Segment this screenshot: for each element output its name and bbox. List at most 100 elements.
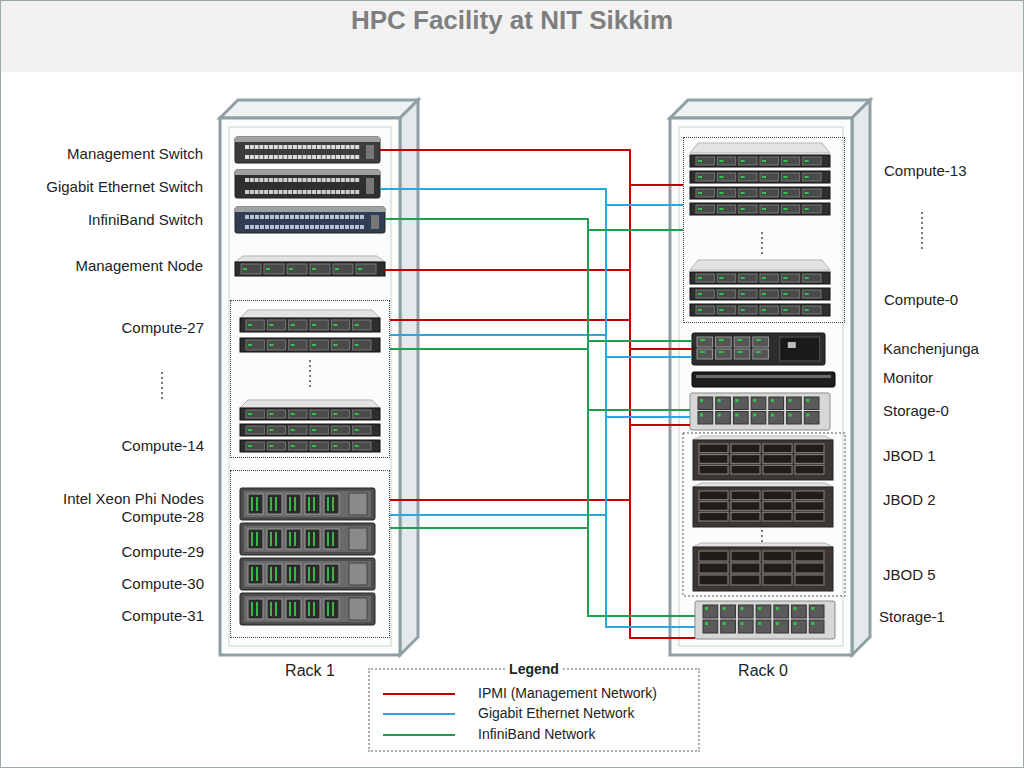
network-cable bbox=[385, 219, 695, 616]
rack-front bbox=[670, 118, 852, 655]
drive-bay bbox=[699, 491, 728, 500]
status-led bbox=[719, 309, 723, 311]
switch-port bbox=[279, 190, 283, 194]
legend-text: InfiniBand Network bbox=[478, 726, 596, 743]
switch-port bbox=[245, 155, 249, 159]
drive-bay bbox=[756, 620, 771, 633]
drive-bay bbox=[267, 599, 282, 619]
storage-body bbox=[690, 393, 830, 430]
drive-bay bbox=[264, 264, 284, 274]
switch-port bbox=[275, 225, 279, 229]
status-led bbox=[248, 324, 252, 326]
legend-line bbox=[383, 693, 455, 695]
drive-bay bbox=[310, 320, 328, 330]
switch-port bbox=[255, 155, 259, 159]
server-top bbox=[693, 483, 833, 487]
switch-port bbox=[335, 215, 339, 219]
drive-bay bbox=[305, 599, 320, 619]
drive-bay bbox=[739, 157, 757, 165]
switch-port bbox=[317, 178, 321, 182]
drive-bay bbox=[289, 410, 307, 418]
switch-port bbox=[293, 178, 297, 182]
drive-bay bbox=[731, 502, 760, 511]
drive-bay bbox=[769, 412, 784, 425]
server-top bbox=[690, 260, 830, 270]
drive-bay bbox=[795, 575, 824, 585]
drive-bay bbox=[287, 264, 307, 274]
management-node: Management Node bbox=[235, 256, 385, 276]
drive-bay bbox=[734, 349, 750, 359]
status-led bbox=[313, 602, 315, 616]
drive-bay bbox=[286, 599, 301, 619]
status-led bbox=[719, 176, 723, 178]
drive-bay bbox=[267, 410, 285, 418]
drive-bay bbox=[733, 412, 748, 425]
status-led bbox=[270, 602, 272, 616]
status-led bbox=[776, 607, 779, 610]
drive-bay bbox=[795, 455, 824, 464]
switch-port bbox=[310, 225, 314, 229]
legend-text: IPMI (Management Network) bbox=[478, 685, 657, 702]
rack-top bbox=[220, 100, 418, 118]
status-led bbox=[275, 602, 277, 616]
uplink-port bbox=[366, 145, 374, 159]
switch-port bbox=[345, 215, 349, 219]
drive-bay bbox=[696, 157, 714, 165]
drive-bay bbox=[310, 264, 330, 274]
status-led bbox=[269, 413, 273, 415]
status-led bbox=[758, 622, 761, 625]
drive-bay bbox=[286, 564, 301, 584]
status-led bbox=[741, 160, 745, 162]
rack-side bbox=[400, 100, 418, 655]
monitor: Monitor bbox=[692, 372, 835, 387]
network-cable bbox=[380, 189, 606, 335]
drive-bay bbox=[698, 412, 713, 425]
drive-bay bbox=[267, 320, 285, 330]
status-led bbox=[794, 607, 797, 610]
rack-inner bbox=[679, 127, 843, 646]
network-cable bbox=[380, 189, 692, 357]
switch-port bbox=[350, 190, 354, 194]
device-label: Management Node bbox=[75, 257, 203, 275]
switch-port bbox=[335, 225, 339, 229]
switch-port bbox=[345, 225, 349, 229]
network-cable bbox=[385, 219, 588, 528]
status-led bbox=[789, 414, 792, 417]
switch-port bbox=[303, 155, 307, 159]
status-led bbox=[783, 277, 787, 279]
switch-port bbox=[331, 155, 335, 159]
status-led bbox=[251, 497, 253, 511]
switch-port bbox=[264, 190, 268, 194]
rack-front bbox=[220, 118, 400, 655]
drive-bay bbox=[699, 444, 728, 453]
status-led bbox=[355, 413, 359, 415]
device-label: Rack 1 bbox=[285, 662, 335, 680]
drive-bay bbox=[286, 529, 301, 549]
status-led bbox=[289, 497, 291, 511]
storage-node: Storage-0 bbox=[690, 393, 830, 430]
switch-port bbox=[300, 215, 304, 219]
rack: Rack 0Compute-13Compute-0KanchenjungaMon… bbox=[670, 118, 852, 655]
storage-body bbox=[695, 601, 835, 639]
switch-port bbox=[279, 155, 283, 159]
status-led bbox=[719, 192, 723, 194]
switch-port bbox=[245, 225, 249, 229]
status-led bbox=[741, 293, 745, 295]
drive-bay bbox=[760, 157, 778, 165]
jbod: JBOD 5 bbox=[693, 547, 833, 591]
switch-port bbox=[280, 225, 284, 229]
drive-bay bbox=[731, 491, 760, 500]
drive-bay bbox=[324, 494, 339, 514]
device-label: Intel Xeon Phi Nodes bbox=[63, 490, 204, 508]
status-led bbox=[256, 532, 258, 546]
switch-port bbox=[346, 190, 350, 194]
server-front bbox=[690, 187, 830, 199]
status-led bbox=[700, 339, 705, 341]
switch-port bbox=[283, 145, 287, 149]
drive-bay bbox=[267, 564, 282, 584]
drive-bay bbox=[760, 290, 778, 298]
drive-bay bbox=[760, 205, 778, 213]
switch-port bbox=[346, 178, 350, 182]
server-front bbox=[690, 155, 830, 167]
switch-port bbox=[307, 190, 311, 194]
